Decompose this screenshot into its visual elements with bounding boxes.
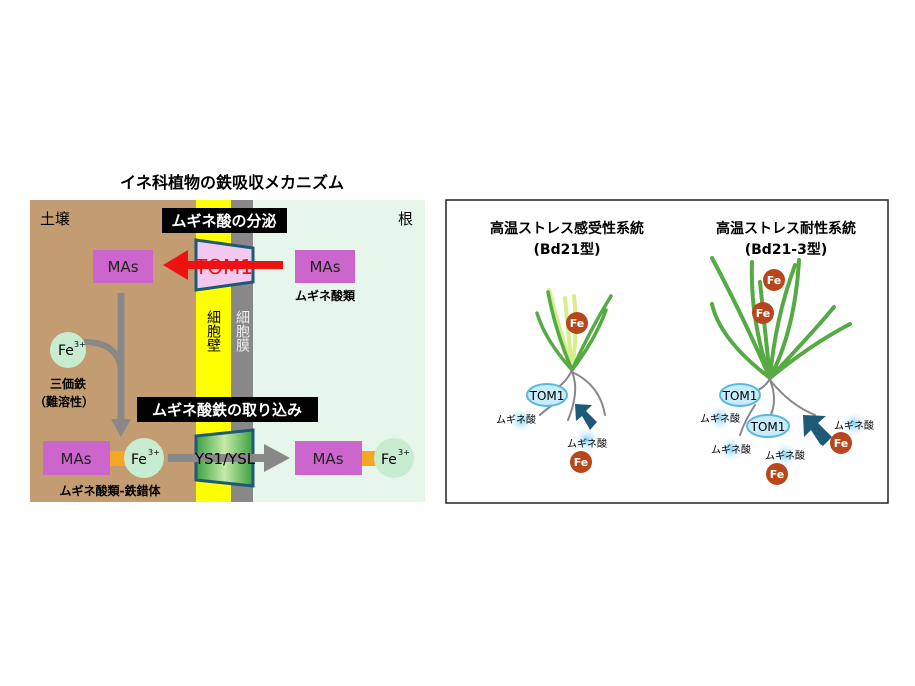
cell-wall-label: 細胞壁 <box>205 310 221 352</box>
fe-label: Fe <box>574 456 589 469</box>
mas-label: MAs <box>312 450 343 468</box>
sensitive-mugineic-glow <box>573 426 601 454</box>
tom1-label: TOM1 <box>529 389 565 403</box>
mas-label: MAs <box>60 450 91 468</box>
mugineic-acid-label: ムギネ酸 <box>834 419 874 432</box>
secretion-arrow-head <box>163 250 188 280</box>
mas-box-root <box>295 250 355 283</box>
fe-shoot-circle <box>566 312 588 334</box>
fe-circle-free <box>50 332 86 368</box>
mugineic-acid-label: ムギネ酸 <box>496 413 536 426</box>
mas-box-soil <box>93 250 153 283</box>
fe-label: Fe <box>770 468 785 481</box>
fe-circle-complex <box>124 438 164 478</box>
ferric-iron-label: 三価鉄 <box>50 376 86 391</box>
fe-label: Fe <box>58 343 74 359</box>
tolerant-mugineic-glow <box>771 441 799 469</box>
mas-label: MAs <box>107 258 138 276</box>
uptake-arrow-icon <box>803 415 832 446</box>
tolerant-mugineic-glow <box>840 410 868 438</box>
fe-soil-circle <box>766 463 788 485</box>
uptake-label: ムギネ酸鉄の取り込み <box>152 401 302 419</box>
tom1-ellipse <box>719 383 761 407</box>
fe-label: Fe <box>570 317 585 330</box>
tolerant-plant <box>710 256 852 436</box>
tom1-label: TOM1 <box>194 255 253 279</box>
fe-soil-circle <box>830 432 852 454</box>
mugineic-acids-label: ムギネ酸類 <box>295 288 356 303</box>
tolerant-mugineic-glow <box>706 404 734 432</box>
root-label: 根 <box>398 210 413 228</box>
secretion-label-bg <box>162 208 287 233</box>
secretion-label: ムギネ酸の分泌 <box>171 212 276 230</box>
sensitive-subtitle: (Bd21型) <box>534 241 601 258</box>
sensitive-plant <box>535 288 613 421</box>
tom1-label: TOM1 <box>750 420 786 434</box>
fe-label: Fe <box>767 274 782 287</box>
tom1-ellipse <box>526 383 568 407</box>
uptake-arrow-icon <box>575 404 597 430</box>
mas-box-complex-soil <box>43 441 110 475</box>
fe-label: Fe <box>131 452 147 468</box>
fe-shoot-circle <box>763 269 785 291</box>
fe-label: Fe <box>756 307 771 320</box>
sensitive-mugineic-glow <box>507 406 535 434</box>
fe-label: Fe <box>381 452 397 468</box>
soil-label: 土壌 <box>40 210 70 228</box>
fe-charge: 3+ <box>398 448 410 457</box>
tom1-label: TOM1 <box>722 389 758 403</box>
sensitive-title: 高温ストレス感受性系統 <box>490 220 644 237</box>
left-title: イネ科植物の鉄吸収メカニズム <box>120 173 344 192</box>
tolerant-subtitle: (Bd21-3型) <box>745 241 828 258</box>
bond <box>110 451 126 466</box>
mugineic-acid-label: ムギネ酸 <box>567 437 607 450</box>
mugineic-acid-label: ムギネ酸 <box>711 443 751 456</box>
insoluble-label: （難溶性） <box>34 394 94 409</box>
mugineic-acid-label: ムギネ酸 <box>765 449 805 462</box>
tom1-ellipse <box>746 414 790 438</box>
fe-charge: 3+ <box>74 340 86 349</box>
flow-arrow-head <box>111 419 131 437</box>
fe-charge: 3+ <box>148 448 160 457</box>
uptake-arrow-head <box>264 444 290 472</box>
fe-circle-complex-root <box>374 438 414 478</box>
mas-box-complex-root <box>295 441 362 475</box>
ys1-ysl-label: YS1/YSL <box>194 450 256 468</box>
mugineic-acid-label: ムギネ酸 <box>700 412 740 425</box>
fe-shoot-circle <box>752 302 774 324</box>
complex-label: ムギネ酸類-鉄錯体 <box>60 483 162 498</box>
uptake-label-bg <box>137 397 318 422</box>
cell-membrane-label: 細胞膜 <box>234 310 250 352</box>
tolerant-title: 高温ストレス耐性系統 <box>716 220 856 237</box>
fe-merge-curve <box>83 339 124 371</box>
fe-label: Fe <box>834 437 849 450</box>
comparison-panel <box>445 199 889 504</box>
mas-label: MAs <box>309 258 340 276</box>
tolerant-mugineic-glow <box>717 435 745 463</box>
bond <box>362 451 376 466</box>
fe-soil-circle <box>570 451 592 473</box>
